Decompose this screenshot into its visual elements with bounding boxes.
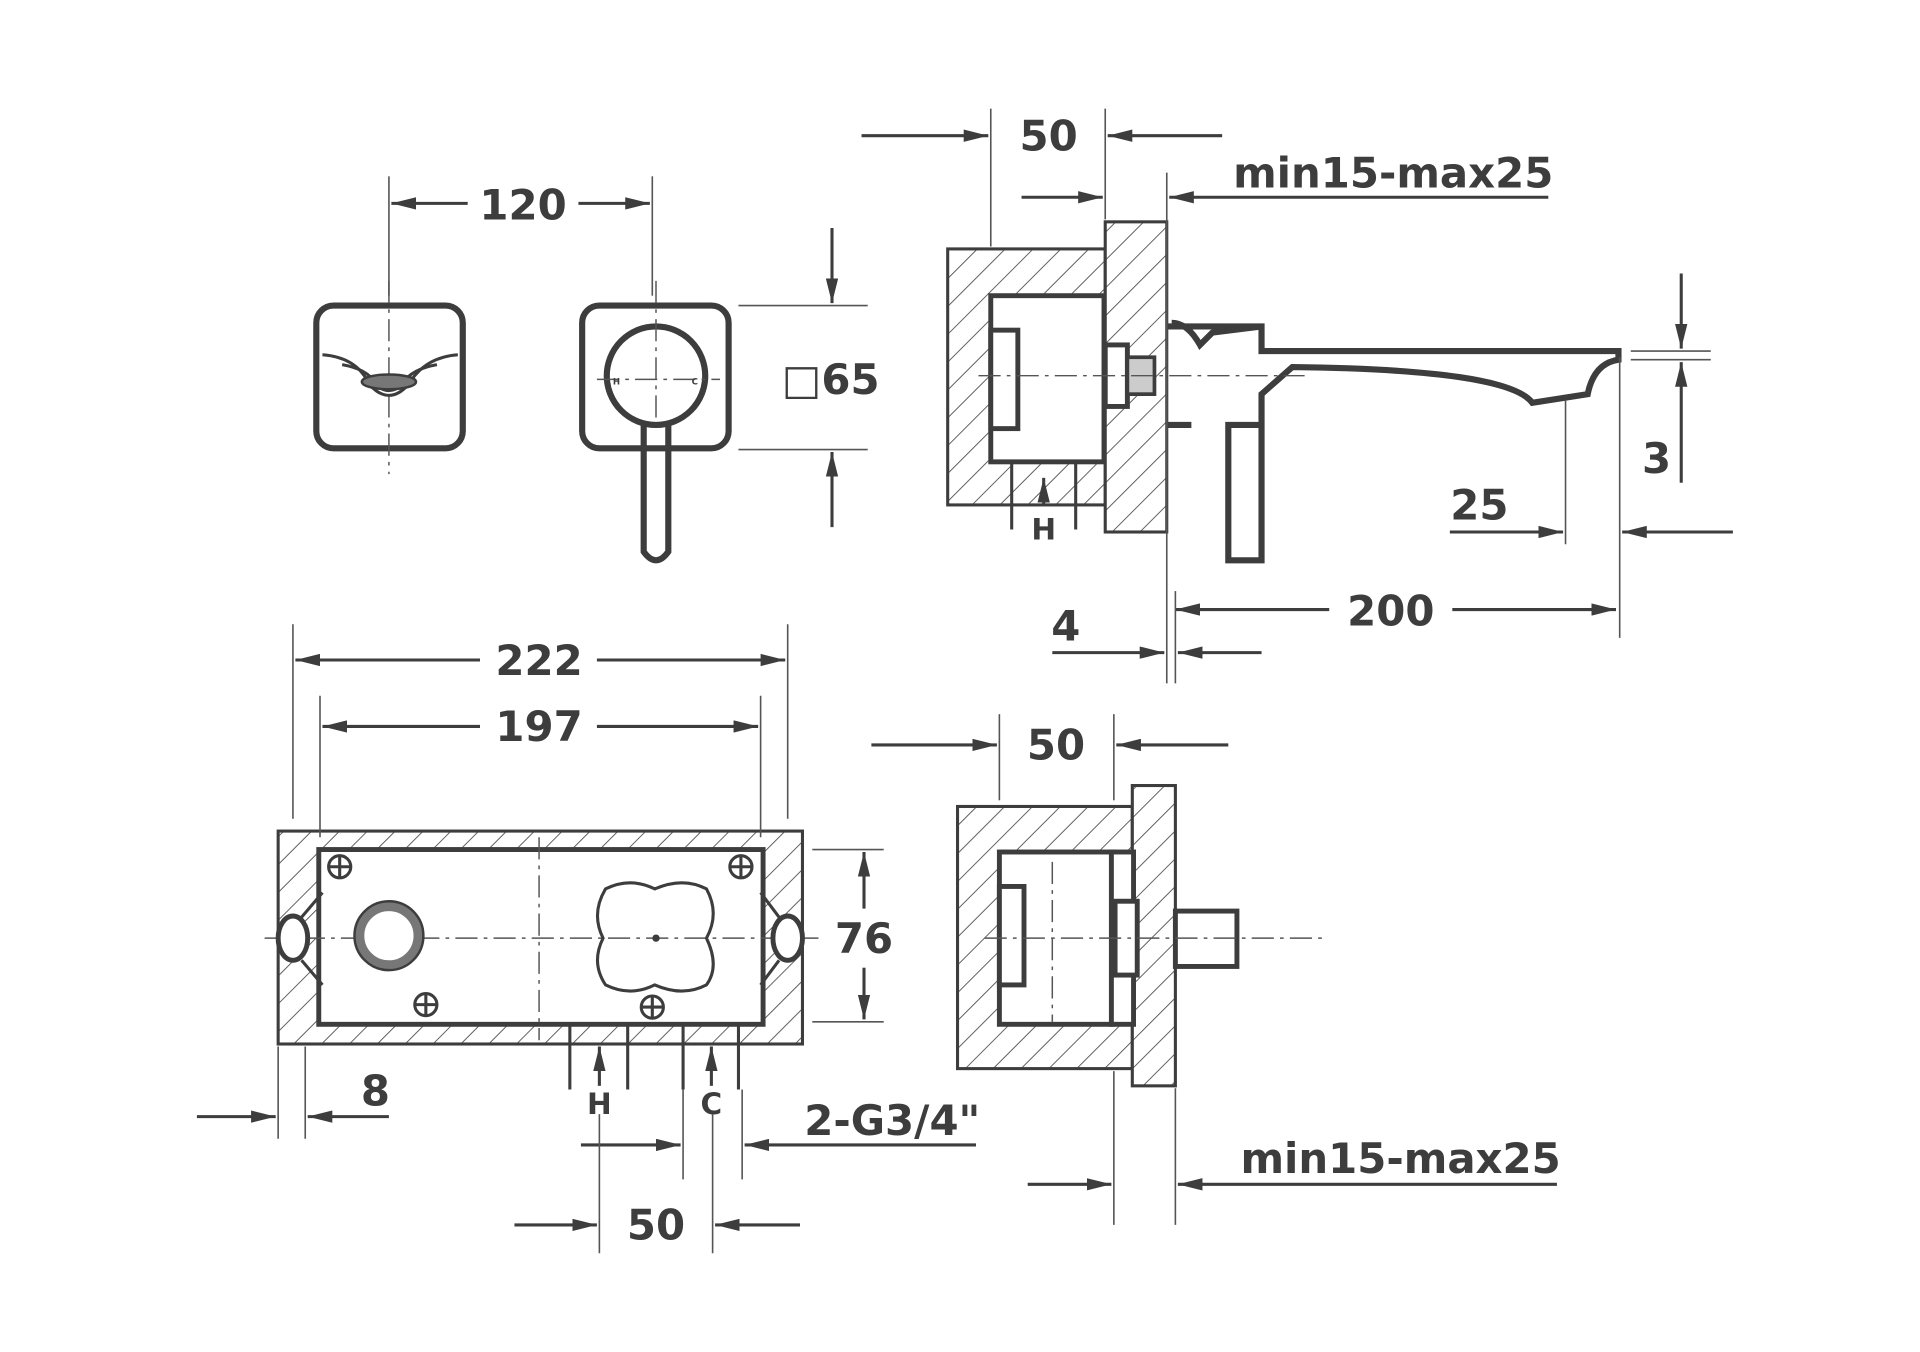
dim-50-label: 50 — [1020, 111, 1078, 160]
thread-spec-label: 2-G3/4" — [804, 1096, 980, 1145]
spout-outlet-front — [313, 280, 466, 475]
box-front-view: H C 222 197 76 8 2-G3/4" 50 — [196, 624, 980, 1254]
dim-76-label: 76 — [835, 914, 893, 963]
dim-222-label: 222 — [495, 636, 582, 685]
dim-inlet-50-label: 50 — [627, 1201, 685, 1250]
dim-8-label: 8 — [361, 1067, 390, 1116]
dim-4-label: 4 — [1051, 601, 1080, 650]
dim-25-label: 25 — [1450, 481, 1508, 530]
dim-wall-range-bottom-label: min15-max25 — [1240, 1134, 1560, 1183]
inlet-h-label: H — [1031, 512, 1056, 546]
dim-65-label: □65 — [782, 355, 880, 404]
svg-text:H: H — [613, 377, 620, 387]
dim-200-label: 200 — [1347, 587, 1434, 636]
svg-text:C: C — [692, 377, 698, 387]
dim-50-side-label: 50 — [1027, 721, 1085, 770]
box-side-view: 50 min15-max25 — [871, 714, 1561, 1225]
dim-3-label: 3 — [1642, 434, 1671, 483]
dim-197-label: 197 — [495, 702, 582, 751]
dim-120-label: 120 — [479, 180, 566, 229]
dim-wall-range-label: min15-max25 — [1233, 148, 1553, 197]
side-view-top: H 50 min15-max25 200 4 25 3 — [861, 108, 1733, 684]
inlet-cold-label: C — [701, 1087, 723, 1121]
